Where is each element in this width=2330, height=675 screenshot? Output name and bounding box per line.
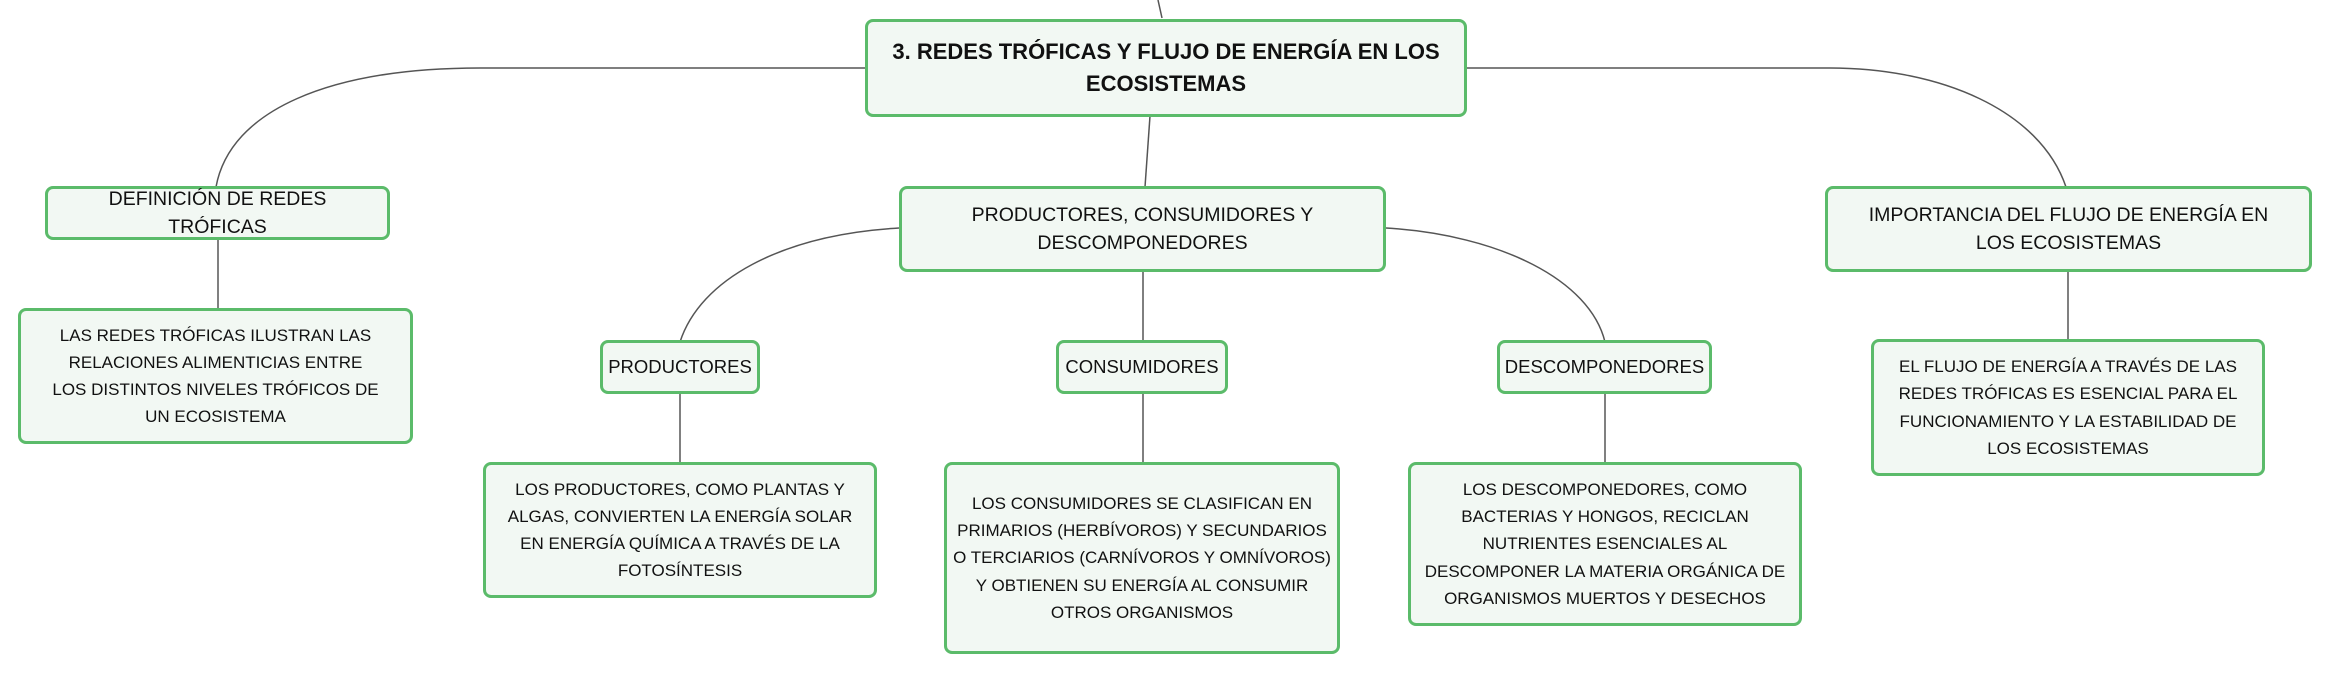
node-importancia-detail[interactable]: EL FLUJO DE ENERGÍA A TRAVÉS DE LAS REDE… xyxy=(1871,339,2265,476)
node-descomponedores-detail[interactable]: LOS DESCOMPONEDORES, COMO BACTERIAS Y HO… xyxy=(1408,462,1802,626)
node-consumidores-detail[interactable]: LOS CONSUMIDORES SE CLASIFICAN EN PRIMAR… xyxy=(944,462,1340,654)
node-consumidores[interactable]: CONSUMIDORES xyxy=(1056,340,1228,394)
node-importancia-detail-text: EL FLUJO DE ENERGÍA A TRAVÉS DE LAS REDE… xyxy=(1898,357,2238,458)
node-descomponedores-detail-text: LOS DESCOMPONEDORES, COMO BACTERIAS Y HO… xyxy=(1424,480,1786,608)
connector-root-importancia xyxy=(1466,67,2067,188)
connector-actores-descomponedores xyxy=(1385,227,1606,343)
node-importancia-label: IMPORTANCIA DEL FLUJO DE ENERGÍA EN LOS … xyxy=(1868,203,2269,254)
node-descomponedores-label: DESCOMPONEDORES xyxy=(1504,355,1705,377)
node-definicion-detail-text: LAS REDES TRÓFICAS ILUSTRAN LAS RELACION… xyxy=(52,325,379,427)
node-productores-detail-text: LOS PRODUCTORES, COMO PLANTAS Y ALGAS, C… xyxy=(507,479,853,581)
root-title: 3. REDES TRÓFICAS Y FLUJO DE ENERGÍA EN … xyxy=(892,39,1440,96)
node-actores-label: PRODUCTORES, CONSUMIDORES Y DESCOMPONEDO… xyxy=(971,203,1314,254)
node-descomponedores[interactable]: DESCOMPONEDORES xyxy=(1497,340,1712,394)
connector-actores-productores xyxy=(679,227,900,343)
connector-root-definicion xyxy=(215,67,868,188)
node-actores[interactable]: PRODUCTORES, CONSUMIDORES Y DESCOMPONEDO… xyxy=(899,186,1386,272)
connector-root-actores xyxy=(1144,115,1151,188)
node-definicion[interactable]: DEFINICIÓN DE REDES TRÓFICAS xyxy=(45,186,390,240)
node-productores-label: PRODUCTORES xyxy=(608,355,752,377)
node-productores[interactable]: PRODUCTORES xyxy=(600,340,760,394)
node-definicion-label: DEFINICIÓN DE REDES TRÓFICAS xyxy=(108,187,327,238)
node-consumidores-label: CONSUMIDORES xyxy=(1065,355,1219,377)
root-node[interactable]: 3. REDES TRÓFICAS Y FLUJO DE ENERGÍA EN … xyxy=(865,19,1467,117)
node-consumidores-detail-text: LOS CONSUMIDORES SE CLASIFICAN EN PRIMAR… xyxy=(953,494,1331,622)
parent-connector xyxy=(1157,0,1163,19)
node-definicion-detail[interactable]: LAS REDES TRÓFICAS ILUSTRAN LAS RELACION… xyxy=(18,308,413,444)
node-productores-detail[interactable]: LOS PRODUCTORES, COMO PLANTAS Y ALGAS, C… xyxy=(483,462,877,598)
node-importancia[interactable]: IMPORTANCIA DEL FLUJO DE ENERGÍA EN LOS … xyxy=(1825,186,2312,272)
